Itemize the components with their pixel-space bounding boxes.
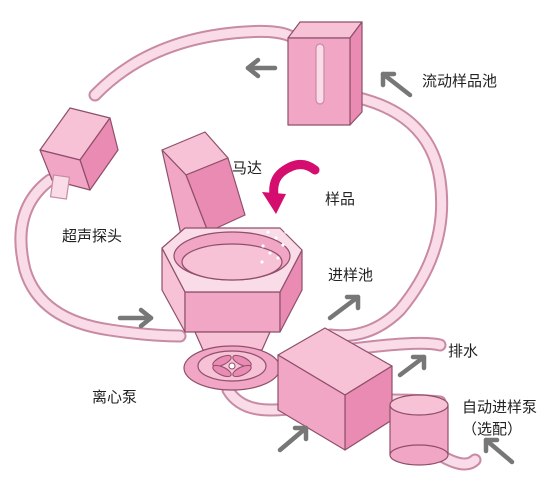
arrow-inlet-pool bbox=[327, 294, 361, 321]
arrow-drain bbox=[397, 354, 427, 378]
arrow-top-left bbox=[245, 57, 278, 79]
gray-flow-arrows bbox=[117, 57, 515, 465]
centrifugal-pump-label: 离心泵 bbox=[92, 388, 138, 406]
inlet-pool-label: 进样池 bbox=[328, 266, 374, 284]
arrow-bottom-inlet bbox=[277, 425, 309, 453]
fan-impeller-icon bbox=[212, 354, 252, 378]
arrow-flow-pool bbox=[380, 71, 413, 98]
flow-sample-cell-label: 流动样品池 bbox=[422, 72, 498, 90]
sample-dots bbox=[260, 230, 288, 264]
inlet-pool-box bbox=[277, 327, 393, 451]
motor-label: 马达 bbox=[232, 159, 263, 177]
autosampler-pump-label: 自动进样泵 bbox=[462, 398, 538, 416]
drain-label: 排水 bbox=[448, 342, 479, 360]
arrow-inlet-left bbox=[117, 307, 154, 329]
autosampler-pump bbox=[389, 394, 449, 466]
ultrasonic-probe-unit bbox=[39, 107, 119, 200]
autosampler-optional-label: （选配） bbox=[462, 420, 523, 438]
magenta-curved-arrow bbox=[262, 160, 320, 214]
motor-unit bbox=[161, 131, 246, 281]
sample-label: 样品 bbox=[325, 190, 356, 208]
ultrasonic-probe-label: 超声探头 bbox=[62, 227, 123, 245]
arrow-autosampler bbox=[483, 437, 515, 465]
flow-sample-cell bbox=[287, 21, 363, 126]
